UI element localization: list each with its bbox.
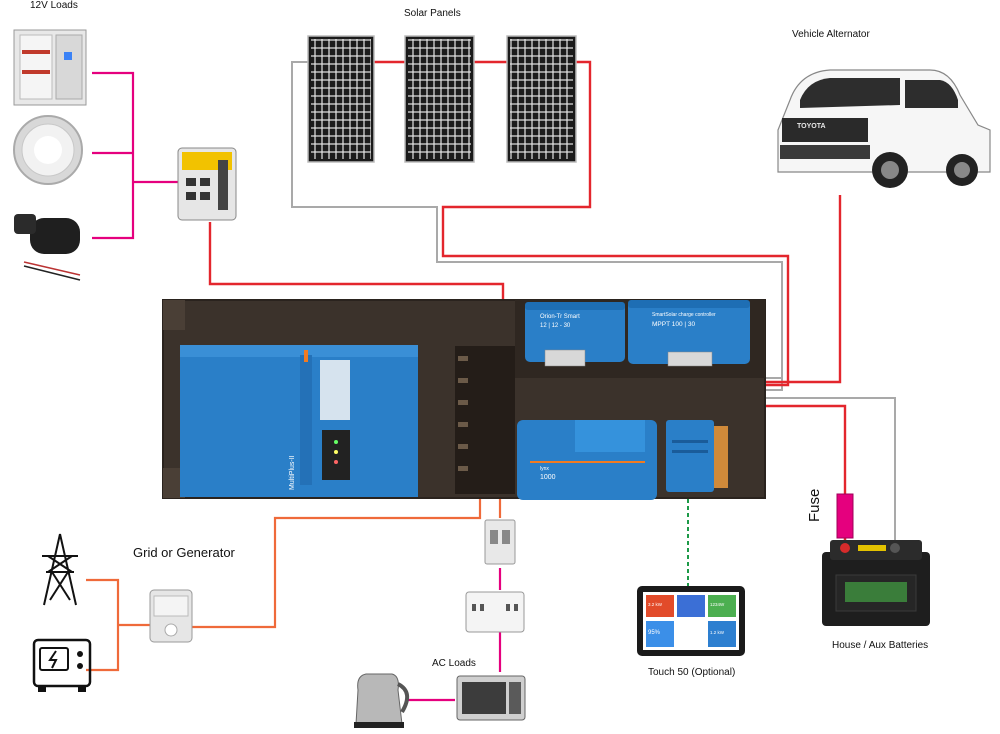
mppt-title: SmartSolar charge controller: [652, 312, 716, 318]
ac-input-wire: [192, 476, 482, 629]
multiplus-spec-label: [320, 360, 350, 420]
tile-grid: [646, 595, 674, 617]
label-touch50: Touch 50 (Optional): [648, 667, 736, 678]
orion-terminals: [544, 349, 586, 367]
tile-inverter: [677, 595, 705, 617]
solar-panel: [506, 35, 577, 163]
label-ac-loads: AC Loads: [432, 658, 476, 669]
generator-icon: [32, 638, 92, 692]
microwave-icon: [456, 675, 526, 721]
rcd-breaker-icon: [484, 519, 516, 565]
label-grid-or-generator: Grid or Generator: [133, 545, 235, 560]
label-house-batteries: House / Aux Batteries: [832, 640, 929, 651]
mppt-terminals: [667, 351, 713, 367]
inlet-socket-icon: [149, 589, 193, 643]
lynx-title: lynx: [540, 466, 549, 472]
multiplus-control-panel: [322, 430, 350, 480]
tile-loads: [708, 621, 736, 647]
multiplus-body: [180, 345, 418, 497]
tile-battery: [646, 621, 674, 647]
fridge-icon: [13, 29, 87, 106]
fuse-block-icon: [177, 147, 237, 221]
label-12v-loads: 12V Loads: [30, 0, 78, 11]
load-bus-wire: [92, 71, 135, 240]
touch50-display: 3.2 kW 1234W 95% 1.2 kW: [637, 586, 745, 656]
orion-spec: 12 | 12 - 30: [540, 323, 571, 329]
mppt-body: [628, 300, 750, 364]
label-solar-panels: Solar Panels: [404, 8, 461, 19]
tile-solar: [708, 595, 736, 617]
tile-battery-value: 95%: [648, 630, 661, 636]
lynx-spec: 1000: [540, 474, 556, 481]
solar-panel: [404, 35, 475, 163]
solar-panels: [307, 35, 577, 163]
fuse-icon: [836, 493, 854, 539]
tile-loads-value: 1.2 kW: [710, 630, 725, 635]
tile-grid-value: 3.2 kW: [648, 602, 663, 607]
power-pylon-icon: [42, 533, 78, 606]
orion-title: Orion-Tr Smart: [540, 314, 580, 320]
label-fuse: Fuse: [806, 488, 823, 522]
cerbo-body: [666, 420, 714, 492]
cerbo-gx: [666, 420, 728, 492]
kettle-icon: [354, 673, 410, 728]
orion-body: [525, 302, 625, 362]
ac-wiring: [86, 476, 502, 672]
tile-solar-value: 1234W: [710, 602, 725, 607]
vehicle-icon: TOYOTA: [777, 69, 991, 188]
victron-orange-tab: [304, 350, 308, 362]
solar-panel: [307, 35, 375, 163]
multiplus-inverter: MultiPlus-II: [180, 345, 418, 497]
battery-icon: [822, 540, 930, 626]
mppt-solar-charger: SmartSolar charge controller MPPT 100 | …: [628, 300, 750, 367]
water-pump-icon: [14, 214, 81, 281]
label-vehicle-alternator: Vehicle Alternator: [792, 29, 870, 40]
mppt-spec: MPPT 100 | 30: [652, 321, 696, 328]
light-icon: [13, 115, 83, 185]
vehicle-brand: TOYOTA: [797, 123, 826, 130]
power-outlet-icon: [465, 591, 525, 633]
orion-dc-dc-charger: Orion-Tr Smart 12 | 12 - 30: [525, 302, 625, 367]
multiplus-name: MultiPlus-II: [289, 455, 296, 490]
lynx-distributor: lynx 1000: [517, 420, 657, 500]
